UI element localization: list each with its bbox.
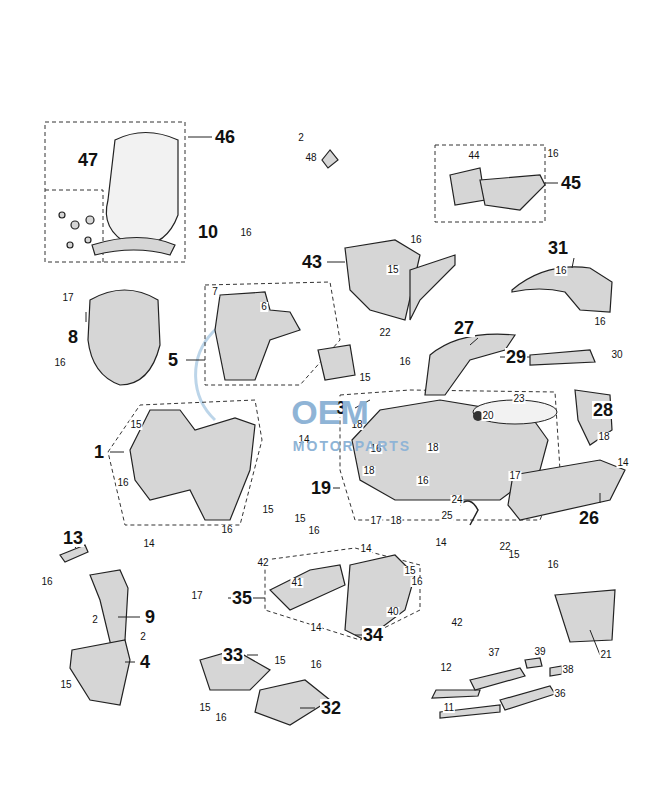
watermark: OEM	[291, 395, 368, 429]
callout-number: 2	[139, 632, 147, 642]
callout-number: 24	[450, 495, 463, 505]
callout-number: 37	[487, 648, 500, 658]
callout-number: 17	[190, 591, 203, 601]
callout-number: 42	[256, 558, 269, 568]
callout-number: 31	[547, 239, 569, 257]
callout-number: 29	[505, 348, 527, 366]
callout-number: 16	[309, 660, 322, 670]
callout-number: 15	[129, 420, 142, 430]
callout-number: 15	[198, 703, 211, 713]
callout-number: 9	[144, 608, 156, 626]
callout-number: 16	[116, 478, 129, 488]
callout-number: 15	[59, 680, 72, 690]
callout-number: 18	[362, 466, 375, 476]
callout-number: 18	[597, 432, 610, 442]
watermark: MOTORPARTS	[293, 439, 411, 453]
callout-number: 21	[599, 650, 612, 660]
callout-number: 14	[434, 538, 447, 548]
callout-number: 14	[359, 544, 372, 554]
callout-number: 10	[197, 223, 219, 241]
callout-number: 48	[304, 153, 317, 163]
callout-number: 6	[260, 302, 268, 312]
callout-number: 35	[231, 589, 253, 607]
callout-number: 15	[293, 514, 306, 524]
callout-number: 30	[610, 350, 623, 360]
callout-number: 17	[508, 471, 521, 481]
callout-number: 18	[389, 516, 402, 526]
callout-number: 17	[61, 293, 74, 303]
callout-number: 14	[616, 458, 629, 468]
callout-number: 16	[410, 577, 423, 587]
callout-number: 45	[560, 174, 582, 192]
callout-number: 11	[443, 703, 455, 713]
callout-number: 7	[211, 287, 219, 297]
callout-number: 15	[273, 656, 286, 666]
callout-number: 16	[214, 713, 227, 723]
callout-number: 39	[533, 647, 546, 657]
callout-number: 15	[507, 550, 520, 560]
callout-number: 15	[386, 265, 399, 275]
callout-number: 32	[320, 699, 342, 717]
callout-number: 36	[553, 689, 566, 699]
callout-number: 16	[53, 358, 66, 368]
callout-number: 4	[139, 653, 151, 671]
callout-number: 16	[398, 357, 411, 367]
callout-number: 41	[290, 578, 303, 588]
callout-number: 40	[386, 607, 399, 617]
callout-number: 18	[426, 443, 439, 453]
callout-number: 8	[67, 328, 79, 346]
callout-number: 5	[167, 351, 179, 369]
callout-number: 16	[40, 577, 53, 587]
callout-number: 2	[91, 615, 99, 625]
callout-number: 16	[307, 526, 320, 536]
callout-number: 28	[592, 401, 614, 419]
callout-number: 14	[309, 623, 322, 633]
callout-number: 15	[261, 505, 274, 515]
callout-number: 16	[220, 525, 233, 535]
callout-number: 34	[362, 626, 384, 644]
callout-number: 22	[378, 328, 391, 338]
callout-number: 43	[301, 253, 323, 271]
callout-number: 16	[554, 266, 567, 276]
callout-number: 13	[62, 529, 84, 547]
callout-number: 26	[578, 509, 600, 527]
callout-number: 2	[297, 133, 305, 143]
callout-number: 46	[214, 128, 236, 146]
callout-number: 23	[512, 394, 525, 404]
callout-number: 44	[467, 151, 480, 161]
callout-number: 25	[440, 511, 453, 521]
callout-number: 42	[450, 618, 463, 628]
callout-number: 16	[416, 476, 429, 486]
callout-number: 16	[409, 235, 422, 245]
callout-number: 47	[77, 151, 99, 169]
callout-number: 1	[93, 443, 105, 461]
callout-number: 27	[453, 319, 475, 337]
callout-number: 15	[358, 373, 371, 383]
callout-number: 19	[310, 479, 332, 497]
callout-number: 16	[593, 317, 606, 327]
callout-number: 16	[546, 560, 559, 570]
callout-number: 38	[561, 665, 574, 675]
callout-number: 17	[369, 516, 382, 526]
callout-number: 33	[222, 646, 244, 664]
callout-number: 16	[546, 149, 559, 159]
callout-number: 15	[403, 566, 416, 576]
callout-number: 12	[439, 663, 452, 673]
callout-number: 14	[142, 539, 155, 549]
callout-number: 16	[239, 228, 252, 238]
callout-number: 20	[481, 411, 494, 421]
